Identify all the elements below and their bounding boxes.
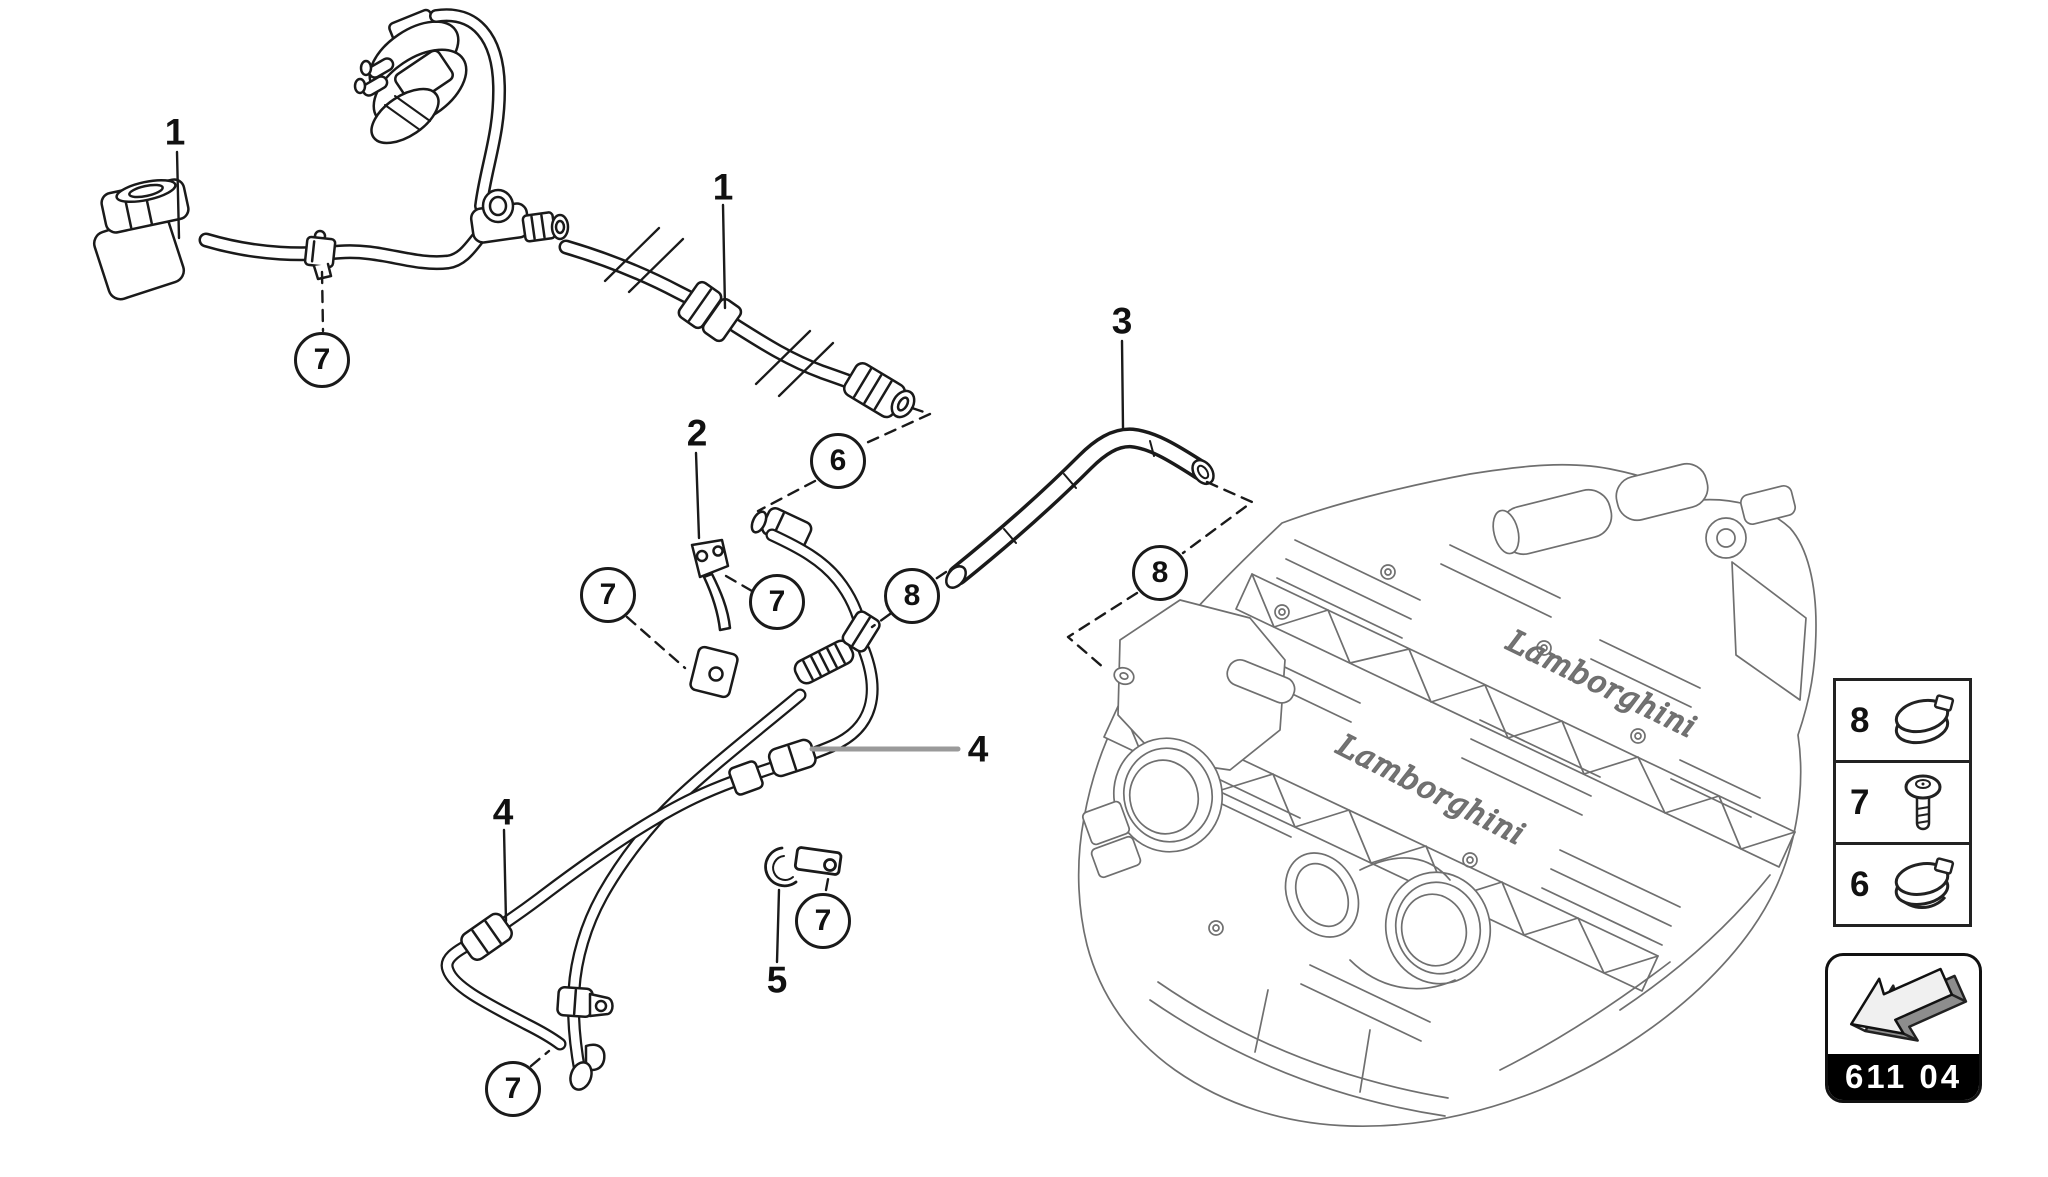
part-label-4b[interactable]: 4 [967,728,989,770]
section-badge[interactable]: 611 04 [1825,953,1982,1103]
engine-top-fittings [1492,462,1807,701]
throttle-body-left [1081,599,1296,879]
vacuum-port [1113,666,1135,686]
callout-circle-7c[interactable]: 7 [749,574,805,630]
fasteners-legend: 8 7 6 [1833,678,1972,927]
hose-clamp-icon [1884,689,1961,753]
throttle-body-center [1284,852,1492,990]
screw-icon [1884,771,1961,835]
hose-assembly-1 [92,8,916,419]
hose-junction [469,188,570,244]
break-marks [603,226,835,398]
clamp-bracket-5 [764,846,843,888]
bracket-2 [689,538,739,699]
hose-clamp-icon [1884,853,1961,917]
back-arrow-icon [1828,956,1979,1054]
callout-circle-7b[interactable]: 7 [580,567,636,623]
vacuum-valve [353,8,468,145]
part-label-2[interactable]: 2 [686,412,708,454]
legend-row-8[interactable]: 8 [1836,681,1969,760]
callout-circle-7a[interactable]: 7 [294,332,350,388]
threaded-joint [793,610,881,685]
legend-number: 6 [1850,864,1870,904]
callout-circle-7e[interactable]: 7 [485,1061,541,1117]
legend-row-7[interactable]: 7 [1836,760,1969,842]
hose1-end-fitting [842,362,916,419]
part-label-3[interactable]: 3 [1111,300,1133,342]
section-code: 611 04 [1828,1054,1979,1100]
dashed-leaders [320,270,1254,1068]
engine-hatch-lines [1200,539,1761,1042]
engine-illustration: Lamborghini Lamborghini [1077,462,1817,1128]
part-label-4a[interactable]: 4 [492,791,514,833]
hose-3 [945,427,1215,589]
hose-clip [303,229,337,281]
pipe-assembly-4 [440,507,881,1091]
engine-bolts [1208,564,1646,936]
callout-circle-6[interactable]: 6 [810,433,866,489]
callout-circle-8b[interactable]: 8 [1132,545,1188,601]
part-label-1b[interactable]: 1 [712,166,734,208]
callout-circle-8a[interactable]: 8 [884,568,940,624]
callout-circle-7d[interactable]: 7 [795,893,851,949]
part-label-5[interactable]: 5 [766,959,788,1001]
elbow-connector [92,178,190,301]
legend-number: 8 [1850,700,1870,740]
label-leaders [175,150,1125,964]
legend-number: 7 [1850,782,1870,822]
legend-row-6[interactable]: 6 [1836,842,1969,924]
part-label-1a[interactable]: 1 [164,111,186,153]
